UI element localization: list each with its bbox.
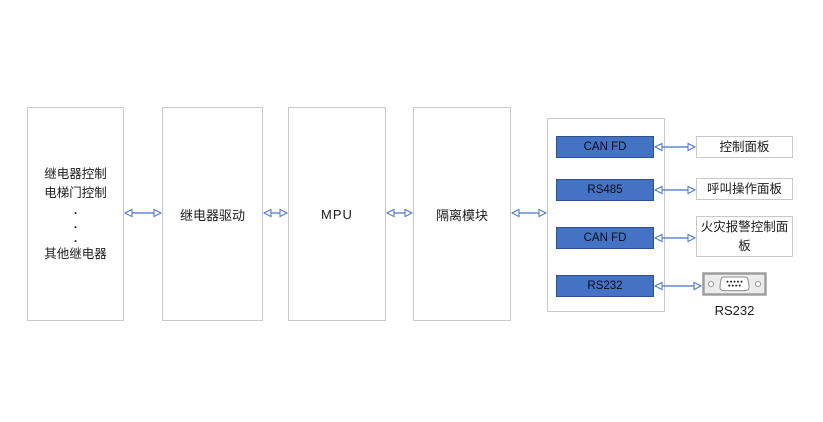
isolation-label: 隔离模块 (435, 207, 488, 223)
port-canfd-top: CAN FD (556, 136, 654, 158)
relay-line-3: 其他继电器 (44, 246, 107, 261)
relay-line-1: 继电器控制 (44, 166, 107, 181)
db9-serial-connector-icon (702, 272, 767, 296)
block-isolation-module: 隔离模块 (413, 107, 511, 321)
bidirectional-arrow (511, 207, 547, 219)
bidirectional-arrow (654, 141, 696, 153)
bidirectional-arrow (124, 207, 162, 219)
block-relay-outputs: 继电器控制 电梯门控制 . . . 其他继电器 (27, 107, 124, 321)
ellipsis-dot: . (73, 216, 78, 231)
block-mpu: MPU (288, 107, 386, 321)
mpu-label: MPU (321, 206, 353, 222)
relay-line-2: 电梯门控制 (44, 185, 107, 200)
block-relay-driver: 继电器驱动 (162, 107, 263, 321)
ellipsis-dot: . (73, 202, 78, 217)
bidirectional-arrow (654, 184, 696, 196)
port-rs232: RS232 (556, 275, 654, 297)
port-label: CAN FD (583, 141, 627, 153)
panel-label: 呼叫操作面板 (706, 181, 782, 196)
port-label: CAN FD (583, 232, 627, 244)
bidirectional-arrow (263, 207, 288, 219)
bidirectional-arrow (386, 207, 413, 219)
panel-label: 火灾报警控制面板 (700, 219, 789, 253)
port-canfd-bottom: CAN FD (556, 227, 654, 249)
rs232-connector-label: RS232 (714, 303, 755, 318)
bidirectional-arrow (654, 280, 702, 292)
panel-control: 控制面板 (696, 136, 793, 158)
panel-label: 控制面板 (719, 139, 770, 154)
relay-driver-label: 继电器驱动 (179, 207, 245, 223)
panel-call-operation: 呼叫操作面板 (696, 178, 793, 200)
panel-fire-alarm: 火灾报警控制面板 (696, 216, 793, 257)
bidirectional-arrow (654, 232, 696, 244)
port-label: RS232 (587, 280, 623, 292)
port-label: RS485 (587, 184, 623, 196)
ellipsis-dot: . (73, 230, 78, 245)
port-rs485: RS485 (556, 179, 654, 201)
